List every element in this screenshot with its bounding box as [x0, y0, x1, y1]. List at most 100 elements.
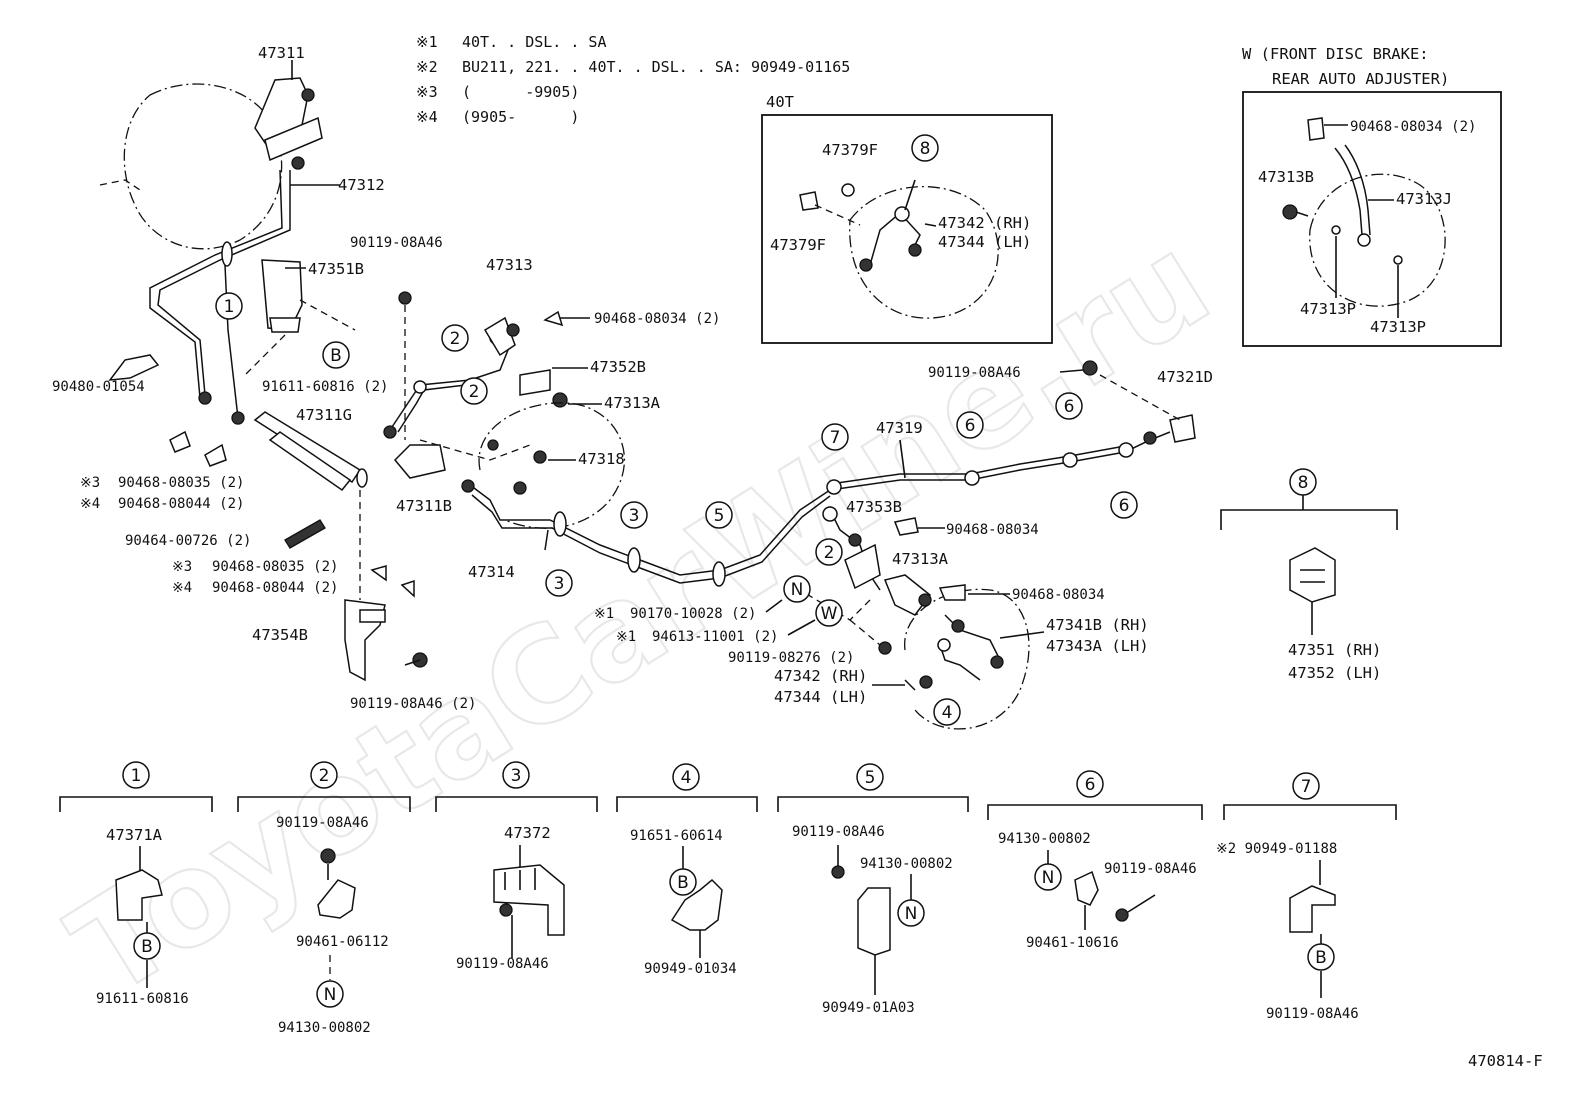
label-47343a: 47343A (LH) — [1046, 637, 1149, 655]
label-n4-mark-b: ※4 — [172, 580, 192, 596]
label-47313j: 47313J — [1396, 190, 1452, 208]
main-labels: 47311 47312 47351B 91611-60816 (2) 90480… — [52, 44, 1381, 712]
note-1-mark: ※1 — [416, 33, 438, 51]
inset-40t-title: 40T — [766, 93, 794, 111]
label-47342-main: 47342 (RH) — [774, 667, 867, 685]
center-pipes — [383, 291, 568, 551]
legend-1-label-a: 47371A — [106, 826, 163, 844]
callout-8-group: 8 — [1289, 468, 1317, 496]
note-2-mark: ※2 — [416, 58, 438, 76]
svg-text:N: N — [905, 904, 918, 924]
label-47319: 47319 — [876, 419, 923, 437]
note-4-text: (9905- ) — [462, 108, 579, 126]
notes-block: ※1 40T. . DSL. . SA ※2 BU211, 221. . 40T… — [416, 33, 850, 126]
label-90468-08044-b: 90468-08044 (2) — [212, 580, 338, 596]
label-90468-08034-m1: 90468-08034 — [946, 522, 1039, 538]
svg-text:6: 6 — [1085, 775, 1096, 795]
svg-text:6: 6 — [1119, 496, 1130, 516]
legend-4-label-b: 90949-01034 — [644, 961, 737, 977]
label-47379f-a: 47379F — [822, 141, 878, 159]
label-90468-08035-b: 90468-08035 (2) — [212, 559, 338, 575]
svg-text:7: 7 — [1301, 777, 1312, 797]
label-47314: 47314 — [468, 563, 515, 581]
note-3-text: ( -9905) — [462, 83, 579, 101]
svg-text:2: 2 — [824, 543, 835, 563]
legend-5-label-b: 94130-00802 — [860, 856, 953, 872]
label-47313b: 47313B — [1258, 168, 1314, 186]
legend-2-label-a: 90119-08A46 — [276, 815, 369, 831]
legend-7-b: B — [1307, 943, 1335, 971]
label-90119-08276: 90119-08276 (2) — [728, 650, 854, 666]
label-47344-inset: 47344 (LH) — [938, 233, 1031, 251]
svg-text:1: 1 — [224, 297, 235, 317]
legend-6-n: N — [1034, 863, 1062, 891]
inset-40t-labels: 47379F 47379F 47342 (RH) 47344 (LH) — [770, 141, 1031, 254]
drawing-number: 470814-F — [1468, 1052, 1543, 1070]
svg-text:4: 4 — [942, 703, 953, 723]
svg-text:B: B — [330, 346, 342, 366]
svg-text:4: 4 — [681, 768, 692, 788]
note-2-text: BU211, 221. . 40T. . DSL. . SA: 90949-01… — [462, 58, 850, 76]
legend-7-label-a: ※2 90949-01188 — [1216, 841, 1337, 857]
svg-text:3: 3 — [554, 574, 565, 594]
legend-groups: 1 2 3 4 5 6 7 B N B N N B 47371A 91611-6… — [59, 761, 1397, 1036]
label-n4-mark-a: ※4 — [80, 496, 100, 512]
callout-2-c: 2 — [815, 538, 843, 566]
svg-text:5: 5 — [865, 768, 876, 788]
label-w-clip: 90468-08034 (2) — [1350, 119, 1476, 135]
svg-text:3: 3 — [511, 766, 522, 786]
label-47341b: 47341B (RH) — [1046, 616, 1149, 634]
legend-5-n: N — [897, 899, 925, 927]
legend-2-label-c: 94130-00802 — [278, 1020, 371, 1036]
label-94613-11001: 94613-11001 (2) — [652, 629, 778, 645]
label-47379f-b: 47379F — [770, 236, 826, 254]
legend-6-label-c: 90461-10616 — [1026, 935, 1119, 951]
callout-5: 5 — [705, 501, 733, 529]
label-90119-08a46-top: 90119-08A46 — [350, 235, 443, 251]
callout-n-main: N — [783, 575, 811, 603]
legend-2-n: N — [316, 980, 344, 1008]
label-47313p-a: 47313P — [1300, 300, 1356, 318]
label-47321d: 47321D — [1157, 368, 1213, 386]
svg-text:1: 1 — [131, 766, 142, 786]
legend-5-label-c: 90949-01A03 — [822, 1000, 915, 1016]
callout-3-b: 3 — [545, 569, 573, 597]
legend-7-marker: 7 — [1292, 772, 1320, 800]
label-47351-rh: 47351 (RH) — [1288, 641, 1381, 659]
left-clips — [108, 354, 415, 598]
label-47344-main: 47344 (LH) — [774, 688, 867, 706]
note-3-mark: ※3 — [416, 83, 438, 101]
svg-text:N: N — [324, 985, 337, 1005]
svg-text:7: 7 — [830, 428, 841, 448]
mid-right-clips — [543, 310, 1010, 595]
label-n1-mark-a: ※1 — [594, 606, 614, 622]
callout-7: 7 — [821, 423, 849, 451]
legend-1-marker: 1 — [122, 761, 150, 789]
svg-text:2: 2 — [450, 329, 461, 349]
legend-3-marker: 3 — [502, 761, 530, 789]
label-47311: 47311 — [258, 44, 305, 62]
label-90480-01054: 90480-01054 — [52, 379, 145, 395]
svg-text:2: 2 — [319, 766, 330, 786]
callout-1: 1 — [215, 292, 243, 320]
svg-text:6: 6 — [1064, 397, 1075, 417]
label-47352-lh: 47352 (LH) — [1288, 664, 1381, 682]
label-n3-mark-b: ※3 — [172, 559, 192, 575]
callout-markers: 1 B 2 2 3 3 5 7 6 6 6 2 N W 4 8 8 — [215, 134, 1317, 726]
label-47354b: 47354B — [252, 626, 308, 644]
brake-booster-assembly — [99, 60, 340, 425]
label-n3-mark-a: ※3 — [80, 475, 100, 491]
inset-w-title-1: W (FRONT DISC BRAKE: — [1242, 45, 1429, 63]
legend-6-label-b: 90119-08A46 — [1104, 861, 1197, 877]
label-90464-00726: 90464-00726 (2) — [125, 533, 251, 549]
label-47312: 47312 — [338, 176, 385, 194]
svg-text:6: 6 — [965, 416, 976, 436]
legend-4-label-a: 91651-60614 — [630, 828, 723, 844]
callout-3-a: 3 — [620, 501, 648, 529]
legend-5-label-a: 90119-08A46 — [792, 824, 885, 840]
callout-6-a: 6 — [956, 411, 984, 439]
hose-47311g — [253, 411, 368, 600]
legend-6-marker: 6 — [1076, 770, 1104, 798]
label-47313a-top: 47313A — [604, 394, 661, 412]
label-47342-inset: 47342 (RH) — [938, 214, 1031, 232]
